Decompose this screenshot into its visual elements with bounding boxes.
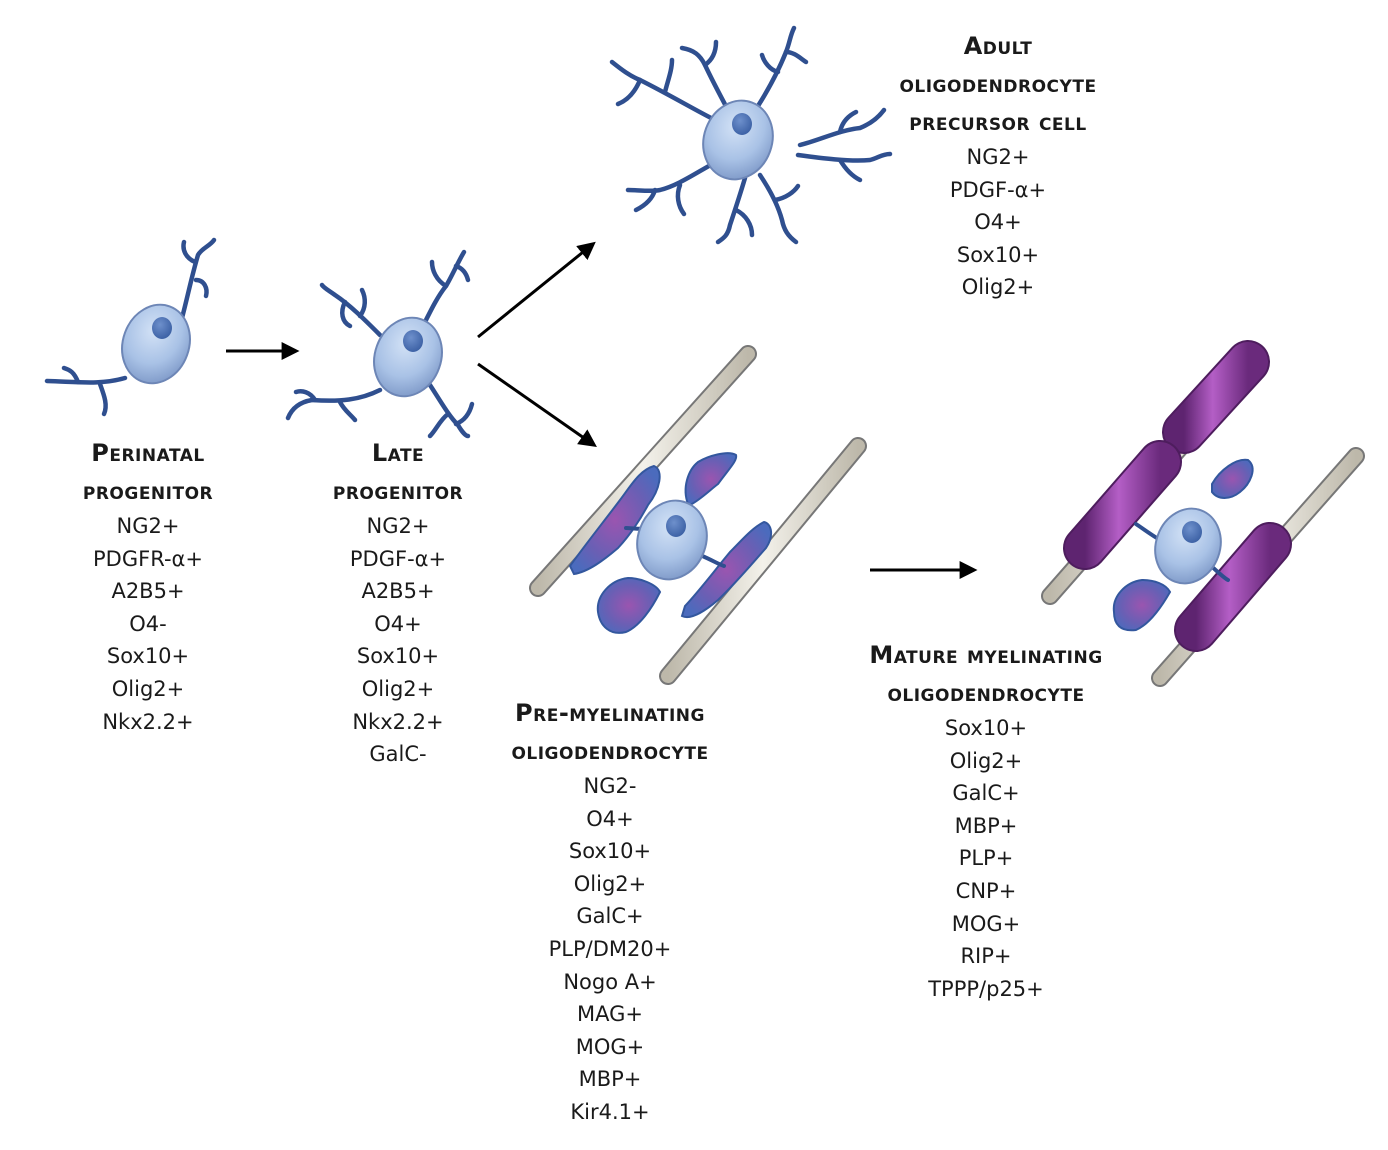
marker: Nkx2.2+ — [102, 709, 194, 734]
marker-list: NG2+ PDGF-α+ O4+ Sox10+ Olig2+ — [868, 141, 1128, 304]
marker: Sox10+ — [944, 716, 1028, 740]
stage-title: progenitor — [332, 477, 464, 505]
marker: GalC+ — [952, 781, 1020, 806]
late-progenitor-cell — [285, 249, 475, 439]
marker: PDGF-α+ — [949, 177, 1047, 202]
late-progenitor-label: Late progenitor NG2+ PDGF-α+ A2B5+ O4+ S… — [298, 434, 498, 771]
marker: TPPP/p25+ — [928, 976, 1044, 1001]
myelin-sheath — [1162, 340, 1270, 454]
stage-title: Pre-myelinating — [515, 699, 705, 727]
marker: Nkx2.2+ — [352, 709, 444, 734]
marker: NG2+ — [966, 145, 1030, 169]
marker: GalC+ — [576, 904, 644, 929]
myelin-sheath — [1063, 440, 1182, 570]
adult-opc-label: Adult oligodendrocyte precursor cell NG2… — [868, 27, 1128, 304]
stage-title: Adult — [963, 32, 1033, 60]
marker: Olig2+ — [361, 676, 435, 701]
pre-myelinating-cell — [529, 345, 867, 685]
stage-title: oligodendrocyte — [511, 737, 709, 765]
marker: O4+ — [974, 210, 1022, 235]
perinatal-progenitor-label: Perinatal progenitor NG2+ PDGFR-α+ A2B5+… — [48, 434, 248, 738]
marker: O4- — [129, 611, 167, 636]
stage-title: precursor cell — [909, 108, 1087, 136]
marker: NG2+ — [116, 514, 180, 538]
marker: Sox10+ — [356, 644, 440, 669]
marker-list: NG2- O4+ Sox10+ Olig2+ GalC+ PLP/DM20+ N… — [478, 770, 742, 1129]
stage-title: oligodendrocyte — [887, 679, 1085, 707]
stage-title: Late — [371, 439, 425, 467]
stage-title: Mature myelinating — [869, 641, 1103, 669]
marker: MBP+ — [578, 1067, 642, 1092]
marker: Nogo A+ — [563, 969, 657, 994]
perinatal-progenitor-cell — [44, 237, 217, 417]
marker: A2B5+ — [111, 579, 185, 604]
marker-list: Sox10+ Olig2+ GalC+ MBP+ PLP+ CNP+ MOG+ … — [846, 712, 1126, 1005]
stage-title: Perinatal — [91, 439, 205, 467]
marker: NG2+ — [366, 514, 430, 538]
mature-myelinating-cell — [1041, 340, 1365, 687]
marker: PDGF-α+ — [349, 546, 447, 571]
marker: Olig2+ — [111, 676, 185, 701]
marker: NG2- — [583, 774, 637, 798]
marker: Olig2+ — [961, 275, 1035, 300]
marker: Sox10+ — [568, 839, 652, 864]
arrow-late-to-adult-opc — [477, 241, 596, 339]
marker: O4+ — [374, 611, 422, 636]
stage-title: oligodendrocyte — [899, 70, 1097, 98]
adult-opc-cell — [609, 25, 893, 245]
stage-title: progenitor — [82, 477, 214, 505]
axon-2 — [659, 437, 867, 685]
marker: Olig2+ — [949, 748, 1023, 773]
pre-myelinating-label: Pre-myelinating oligodendrocyte NG2- O4+… — [478, 694, 742, 1129]
marker: RIP+ — [960, 944, 1012, 969]
marker: PDGFR-α+ — [93, 546, 203, 571]
marker: O4+ — [586, 806, 634, 831]
marker: GalC- — [369, 742, 427, 767]
marker: MOG+ — [951, 911, 1021, 936]
marker: MBP+ — [954, 813, 1018, 838]
marker: MAG+ — [577, 1002, 643, 1027]
marker: PLP+ — [958, 846, 1014, 871]
marker: A2B5+ — [361, 579, 435, 604]
marker: PLP/DM20+ — [548, 936, 672, 961]
marker: Sox10+ — [106, 644, 190, 669]
arrow-late-to-pre-myelinating — [477, 362, 597, 448]
marker-list: NG2+ PDGFR-α+ A2B5+ O4- Sox10+ Olig2+ Nk… — [48, 510, 248, 738]
mature-myelinating-label: Mature myelinating oligodendrocyte Sox10… — [846, 636, 1126, 1005]
marker: MOG+ — [575, 1034, 645, 1059]
marker-list: NG2+ PDGF-α+ A2B5+ O4+ Sox10+ Olig2+ Nkx… — [298, 510, 498, 771]
marker: CNP+ — [955, 878, 1017, 903]
marker: Olig2+ — [573, 871, 647, 896]
myelin-sheath — [1174, 522, 1292, 652]
marker: Sox10+ — [956, 242, 1040, 267]
marker: Kir4.1+ — [570, 1099, 650, 1124]
